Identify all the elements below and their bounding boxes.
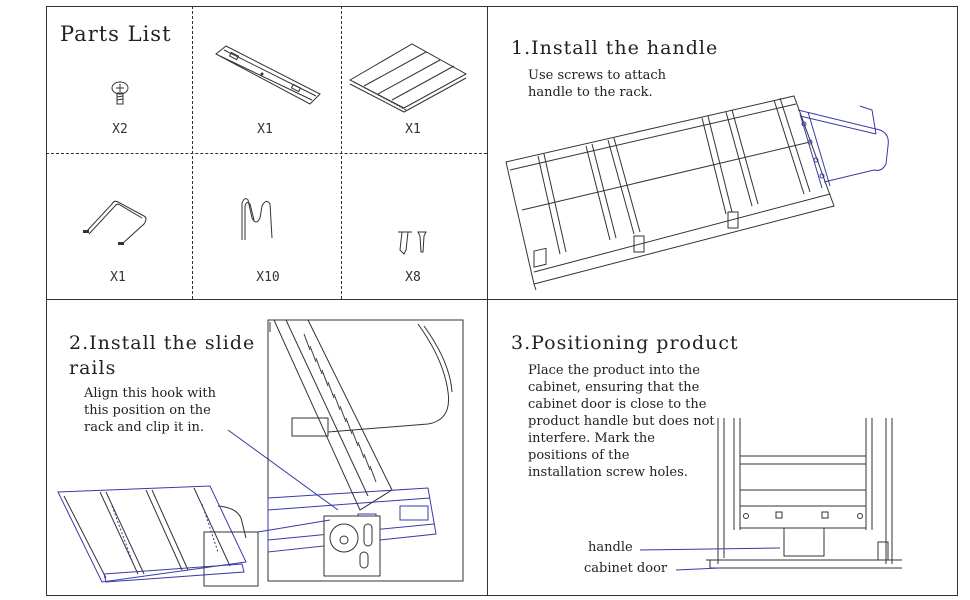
qty-anchor-screw: X8 [405,270,421,285]
parts-divider-1 [192,6,193,299]
label-cabinet-door: cabinet door [584,561,668,576]
screw-icon [111,81,129,105]
qty-rack: X1 [405,122,421,137]
qty-screw: X2 [112,122,128,137]
divider-middle [46,299,958,300]
step2-rack-illustration [57,485,259,587]
hook-icon [241,198,273,240]
divider-center [487,6,488,596]
parts-divider-row [46,153,487,154]
step1-rack-illustration [505,95,889,291]
rack-icon [348,43,468,113]
zoom-box [267,319,464,582]
step3-cabinet-illustration [706,418,902,569]
step1-description: Use screws to attach handle to the rack. [528,68,667,100]
qty-hook: X10 [256,270,280,285]
parts-list-title: Parts List [60,22,172,46]
instruction-sheet [46,6,958,596]
qty-slide-rail: X1 [257,122,273,137]
step1-title: 1.Install the handle [511,37,719,59]
step2-title-line2: rails [69,357,117,379]
label-handle: handle [588,540,633,555]
step3-title: 3.Positioning product [511,332,739,354]
step2-description: Align this hook with this position on th… [84,386,217,435]
slide-rail-icon [215,45,321,105]
qty-handle: X1 [110,270,126,285]
anchor-screw-icon [398,231,427,255]
step3-description: Place the product into the cabinet, ensu… [528,363,715,480]
step2-title-line1: 2.Install the slide [69,332,256,354]
handle-icon [83,200,147,245]
parts-divider-2 [341,6,342,299]
